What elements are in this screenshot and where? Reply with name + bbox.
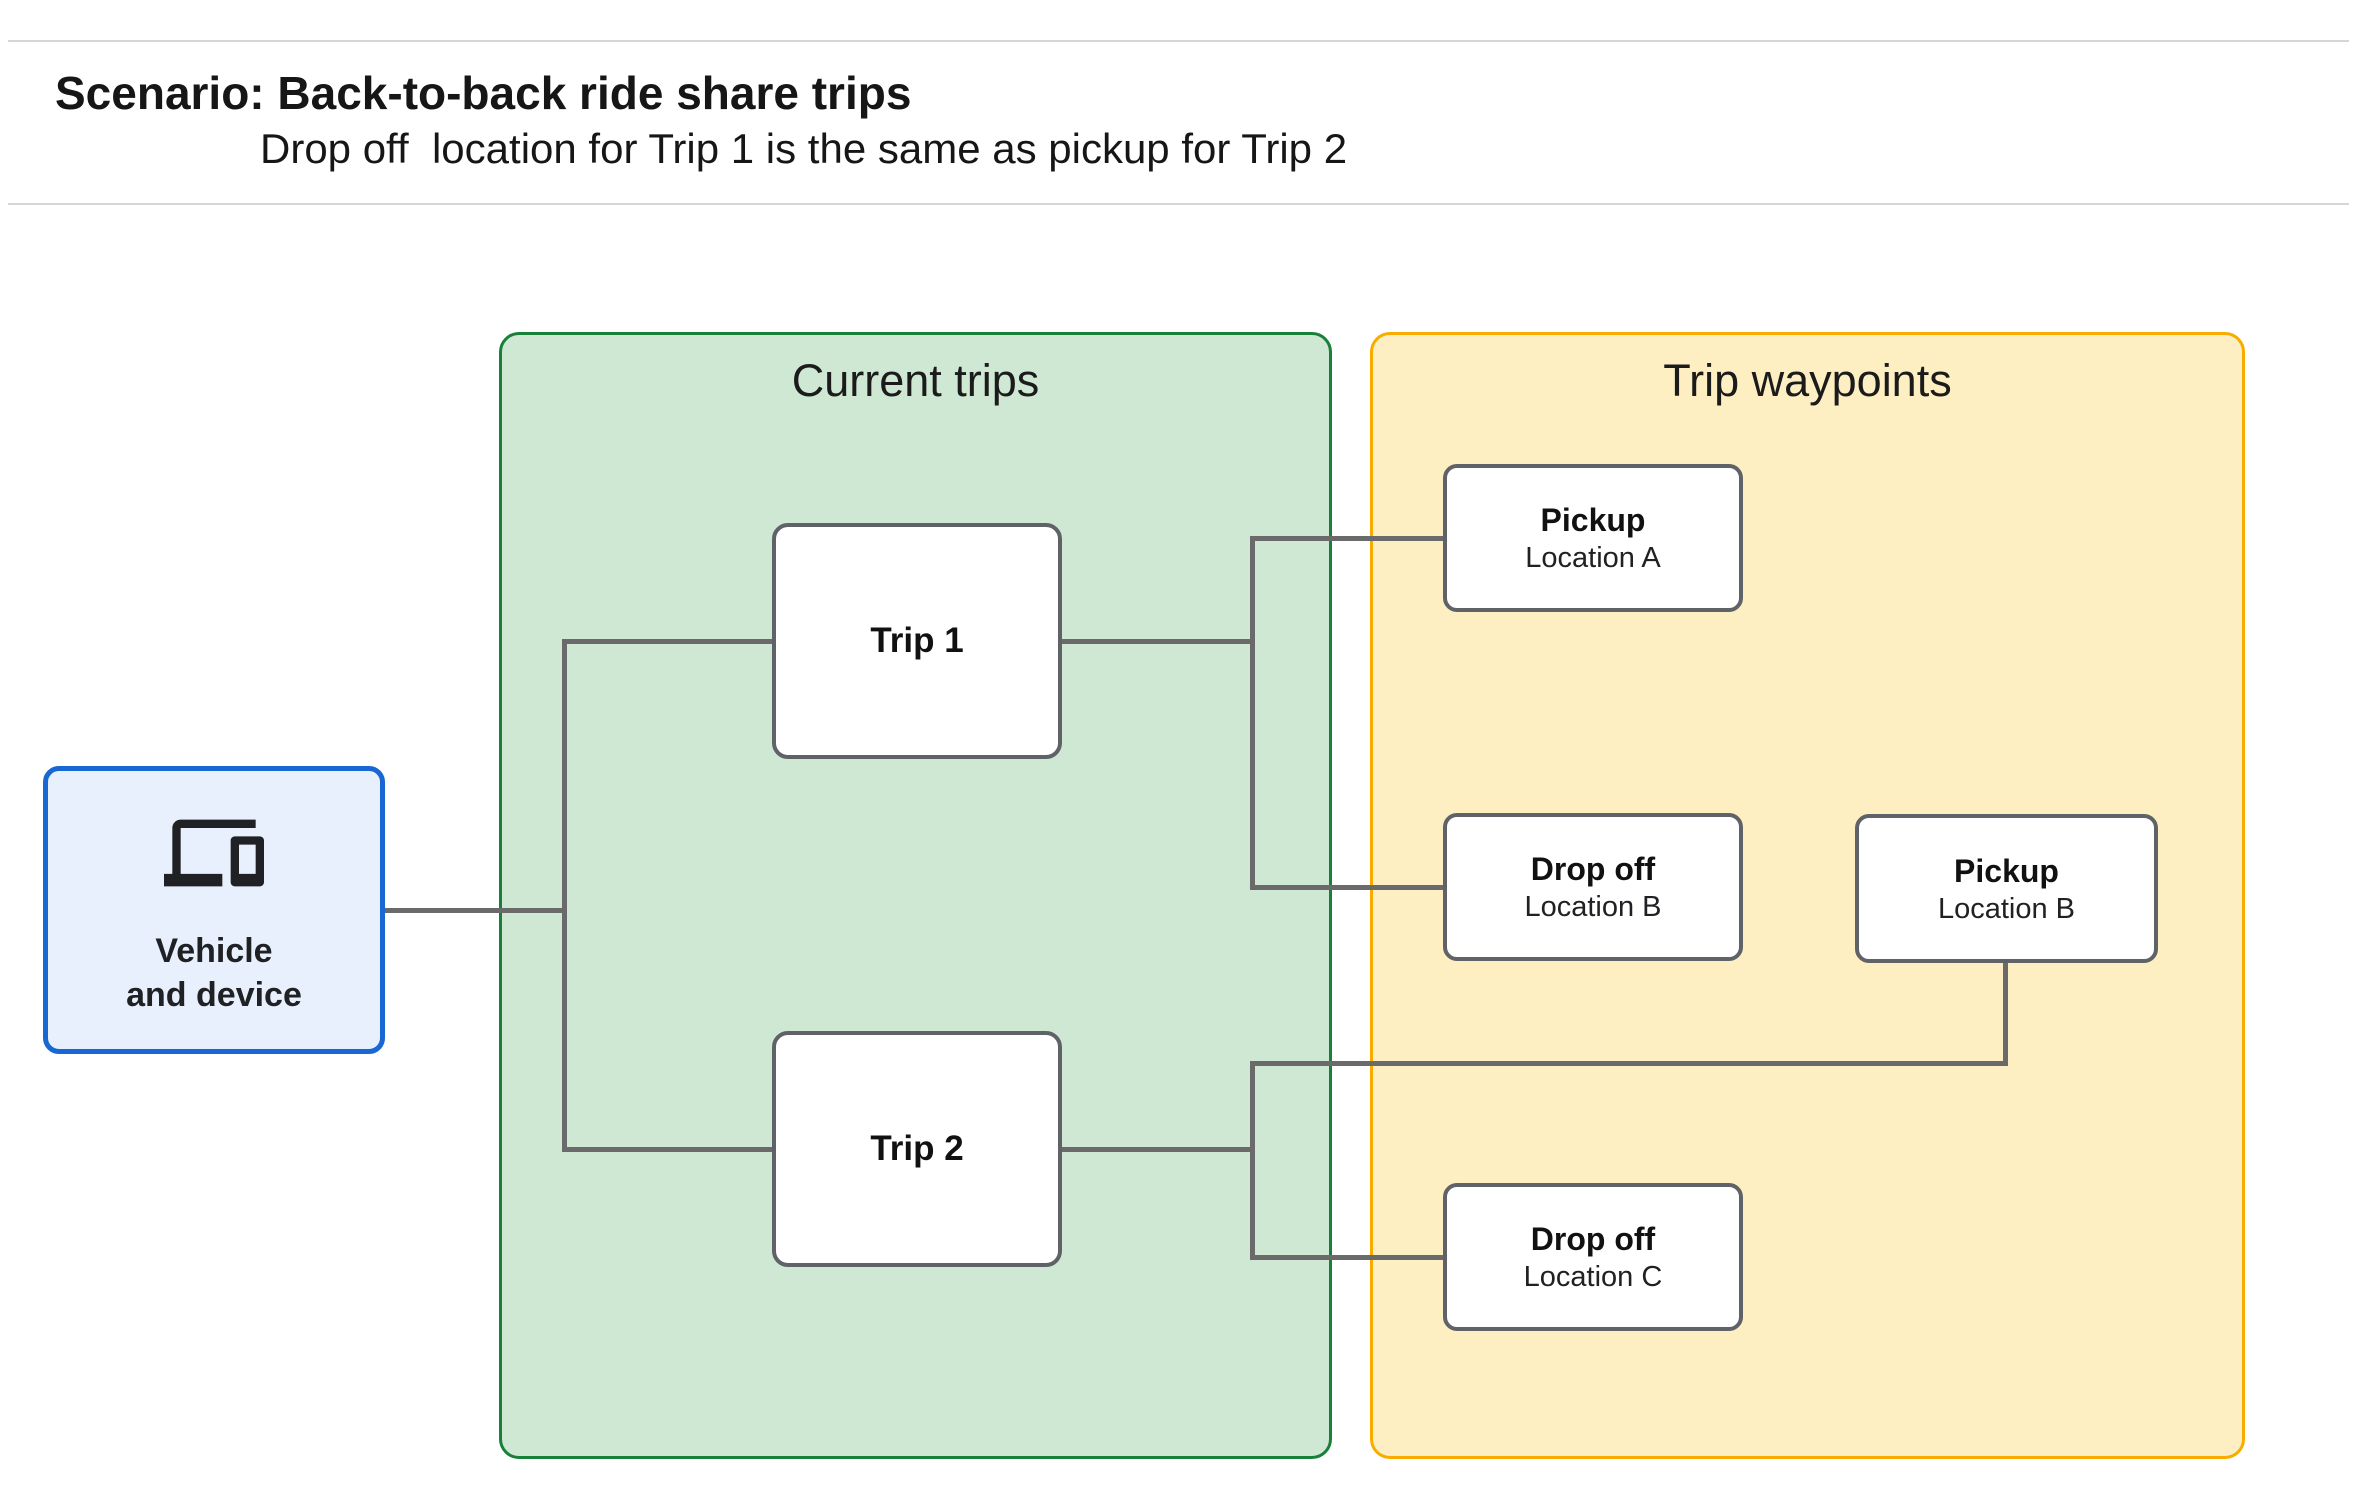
connector-to-trip2 (562, 1147, 774, 1152)
connector-pickup-b-drop (2003, 960, 2008, 1066)
vehicle-device-node: Vehicle and device (43, 766, 385, 1054)
vehicle-device-label: Vehicle and device (126, 929, 302, 1017)
waypoint-subtitle: Location B (1524, 891, 1662, 923)
waypoint-title: Pickup (1954, 852, 2059, 889)
waypoint-subtitle: Location A (1525, 542, 1661, 574)
waypoint-title: Drop off (1530, 851, 1656, 887)
header-divider-bottom (8, 203, 2349, 205)
trip-2-node: Trip 2 (772, 1031, 1062, 1267)
trip-waypoints-title: Trip waypoints (1663, 355, 1952, 406)
scenario-title: Scenario: Back-to-back ride share trips (55, 67, 912, 119)
vehicle-label-line1: Vehicle (155, 932, 273, 970)
connector-trunk-vertical (562, 639, 567, 1152)
connector-to-dropoff-b (1250, 885, 1445, 890)
waypoint-subtitle: Location C (1523, 1261, 1663, 1293)
connector-vehicle-to-trunk (382, 908, 564, 913)
scenario-subtitle: Drop off location for Trip 1 is the same… (260, 125, 1348, 172)
trip-1-node: Trip 1 (772, 523, 1062, 759)
waypoint-drop-off-location-b: Drop off Location B (1443, 813, 1743, 961)
connector-to-pickup-a (1250, 536, 1445, 541)
devices-icon (164, 819, 264, 887)
header-divider-top (8, 40, 2349, 42)
trip-2-label: Trip 2 (870, 1129, 964, 1168)
connector-trip2-right (1060, 1147, 1255, 1152)
panel-current-trips: Current trips (499, 332, 1332, 1459)
connector-junction1-vertical (1250, 536, 1255, 890)
waypoint-drop-off-location-c: Drop off Location C (1443, 1183, 1743, 1331)
current-trips-title: Current trips (791, 355, 1040, 406)
connector-to-trip1 (562, 639, 774, 644)
vehicle-label-line2: and device (126, 976, 302, 1014)
waypoint-title: Pickup (1540, 502, 1646, 538)
waypoint-subtitle: Location B (1937, 892, 2076, 925)
connector-to-pickup-b-horizontal (1250, 1061, 2008, 1066)
connector-junction2-vertical (1250, 1061, 1255, 1260)
waypoint-pickup-location-b: Pickup Location B (1855, 814, 2158, 963)
connector-trip1-right (1060, 639, 1255, 644)
waypoint-pickup-location-a: Pickup Location A (1443, 464, 1743, 612)
connector-to-dropoff-c (1250, 1255, 1445, 1260)
trip-1-label: Trip 1 (870, 621, 964, 660)
waypoint-title: Drop off (1530, 1221, 1656, 1257)
